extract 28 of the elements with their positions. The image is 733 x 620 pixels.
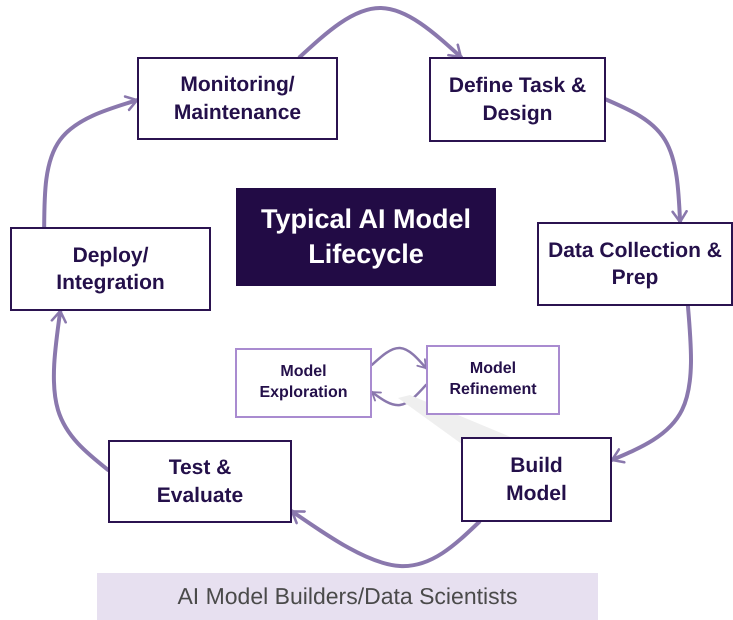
curved-arrow <box>610 304 693 464</box>
curved-arrow <box>604 98 688 224</box>
step-label: Deploy/ Integration <box>55 242 166 296</box>
process-box <box>108 440 292 523</box>
role-banner <box>97 573 598 620</box>
subprocess-label: Model Exploration <box>258 362 348 403</box>
curved-arrow <box>290 509 482 568</box>
step-label: Build Model <box>505 453 568 506</box>
step-label: Data Collection & Prep <box>547 238 723 291</box>
process-box <box>429 57 606 142</box>
step-label: Monitoring/ Maintenance <box>172 72 302 126</box>
subprocess-box <box>426 345 560 415</box>
process-box <box>537 222 733 306</box>
title-box <box>236 188 496 286</box>
title-label: Typical AI Model Lifecycle <box>260 202 472 271</box>
process-box <box>10 227 211 311</box>
step-label: Define Task & Design <box>448 73 588 126</box>
curved-arrow <box>42 95 139 229</box>
curved-arrow <box>298 6 463 59</box>
subprocess-label: Model Refinement <box>448 359 538 400</box>
curved-arrow <box>370 346 428 370</box>
curved-arrow <box>50 309 110 472</box>
role-label: AI Model Builders/Data Scientists <box>177 582 518 611</box>
step-label: Test & Evaluate <box>156 455 244 508</box>
process-box <box>137 57 338 140</box>
subprocess-box <box>235 348 372 418</box>
curved-arrow <box>370 384 428 406</box>
process-box <box>461 437 612 522</box>
